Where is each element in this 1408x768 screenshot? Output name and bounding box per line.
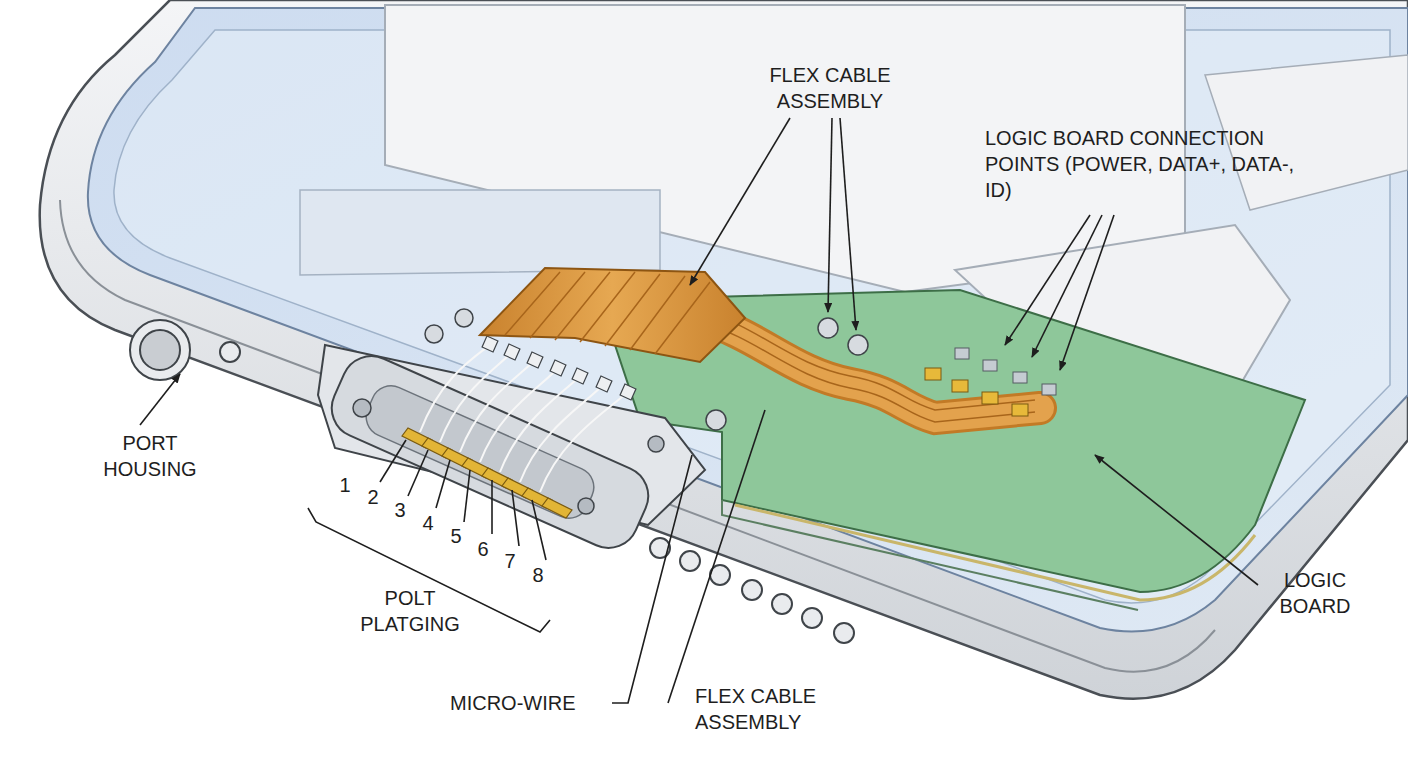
callout-label: FLEX CABLE ASSEMBLY — [695, 683, 855, 735]
callout-label: FLEX CABLE ASSEMBLY — [745, 62, 915, 114]
leader-lines — [1032, 215, 1102, 357]
callout-label: LOGIC BOARD CONNECTION POINTS (POWER, DA… — [985, 125, 1320, 203]
wire-connectors — [596, 376, 612, 392]
flex-cable — [480, 268, 1040, 422]
leader-lines — [512, 490, 519, 546]
leader-lines — [464, 470, 470, 522]
callout-number: 5 — [446, 523, 466, 549]
micro-wires — [480, 368, 558, 462]
connection-pads — [952, 380, 968, 392]
wire-connectors — [572, 368, 588, 384]
micro-wires — [540, 392, 628, 492]
connection-pads — [925, 368, 941, 380]
connection-pads — [1012, 404, 1028, 416]
leader-lines — [532, 500, 546, 560]
screws — [706, 410, 726, 430]
port-housing — [648, 436, 664, 452]
leader-lines — [436, 460, 450, 508]
side-holes — [130, 320, 190, 380]
callout-label: PORT HOUSING — [90, 430, 210, 482]
leader-lines — [380, 440, 406, 482]
flex-cable — [505, 272, 710, 354]
connection-pads — [1013, 372, 1027, 383]
side-holes — [130, 320, 854, 643]
leader-lines — [1060, 215, 1114, 370]
side-holes — [680, 551, 700, 571]
phone-body — [40, 0, 1408, 699]
flex-cable — [700, 318, 1040, 418]
callout-number: 8 — [528, 562, 548, 588]
callout-label: POLT PLATGING — [340, 585, 480, 637]
flex-cable — [700, 310, 1035, 410]
callout-label: MICRO-WIRE — [450, 690, 615, 716]
wire-connectors — [527, 352, 543, 368]
flex-cable — [700, 318, 1040, 418]
screws — [848, 335, 868, 355]
screws — [818, 318, 838, 338]
screws — [425, 325, 443, 343]
side-holes — [772, 594, 792, 614]
leader-lines — [408, 450, 428, 496]
internal-components — [300, 190, 660, 275]
callout-number: 6 — [473, 536, 493, 562]
side-holes — [802, 608, 822, 628]
side-holes — [834, 623, 854, 643]
leader-lines — [140, 118, 1258, 703]
callout-number: 2 — [363, 484, 383, 510]
leader-lines — [668, 410, 765, 703]
micro-wires — [420, 345, 628, 492]
connection-pads — [983, 360, 997, 371]
wire-connectors — [482, 336, 498, 352]
phone-body — [40, 0, 1408, 699]
micro-wires — [460, 360, 535, 452]
port-housing — [322, 347, 658, 558]
micro-wires — [440, 352, 512, 442]
connection-pads — [925, 368, 1028, 416]
connection-pads — [955, 348, 1056, 395]
connection-pads — [1042, 384, 1056, 395]
callout-number: 4 — [418, 510, 438, 536]
micro-wires — [500, 376, 580, 472]
leader-lines — [840, 118, 856, 330]
callout-number: 7 — [500, 548, 520, 574]
port-pins — [542, 498, 572, 518]
flex-cable — [700, 322, 1035, 422]
screws — [425, 309, 868, 430]
connection-pads — [982, 392, 998, 404]
connection-pads — [955, 348, 969, 359]
port-pins — [402, 428, 572, 518]
side-holes — [140, 330, 180, 370]
side-holes — [742, 580, 762, 600]
port-housing — [353, 399, 371, 417]
micro-wires — [420, 345, 490, 432]
port-housing — [578, 498, 594, 514]
flex-cable — [480, 268, 745, 362]
leader-lines — [1095, 455, 1258, 585]
wire-connectors — [550, 360, 566, 376]
callout-label: LOGIC BOARD — [1255, 567, 1375, 619]
logic-board — [735, 505, 1255, 600]
leader-lines — [828, 118, 832, 312]
port-housing — [318, 345, 705, 557]
wire-connectors — [504, 344, 520, 360]
leader-lines — [491, 480, 493, 534]
screws — [455, 309, 473, 327]
callout-number: 1 — [335, 472, 355, 498]
leader-lines — [140, 374, 180, 425]
leader-lines — [690, 118, 790, 285]
micro-wires — [520, 384, 604, 482]
wire-connectors — [620, 384, 636, 400]
side-holes — [220, 342, 240, 362]
connection-pads — [925, 348, 1056, 416]
callout-number: 3 — [390, 497, 410, 523]
